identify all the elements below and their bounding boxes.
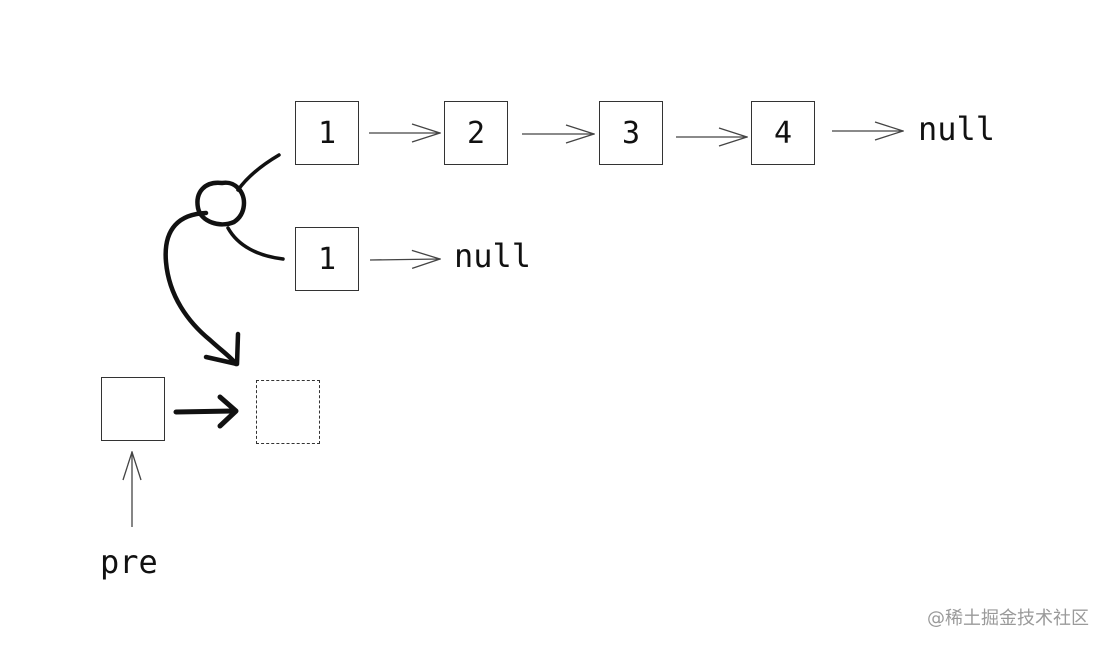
list-node-2: 2 [444,101,508,165]
watermark: @稀土掘金技术社区 [927,608,1089,629]
detached-node-1-value: 1 [317,241,337,277]
new-node-placeholder [256,380,320,444]
list-node-3: 3 [599,101,663,165]
list-node-1: 1 [295,101,359,165]
cut-mark-loop [195,180,247,227]
pre-node [101,377,165,441]
curved-arrow-to-new-node [163,210,239,367]
detached-null-label: null [454,237,532,275]
bold-arrow-head [217,394,239,429]
detached-node-1: 1 [295,227,359,291]
list-node-3-value: 3 [621,115,641,151]
list-node-4: 4 [751,101,815,165]
curved-arrow-head [203,331,241,367]
list-node-4-value: 4 [773,115,793,151]
pre-label: pre [100,543,158,581]
list-node-1-value: 1 [317,115,337,151]
cut-mark-lower-stroke [226,226,285,261]
bold-arrow-pre-to-new [173,408,236,415]
arrow-detached-to-null [369,259,440,260]
cut-mark-upper-stroke [236,153,281,192]
list-main-null-label: null [918,110,996,148]
list-node-2-value: 2 [466,115,486,151]
